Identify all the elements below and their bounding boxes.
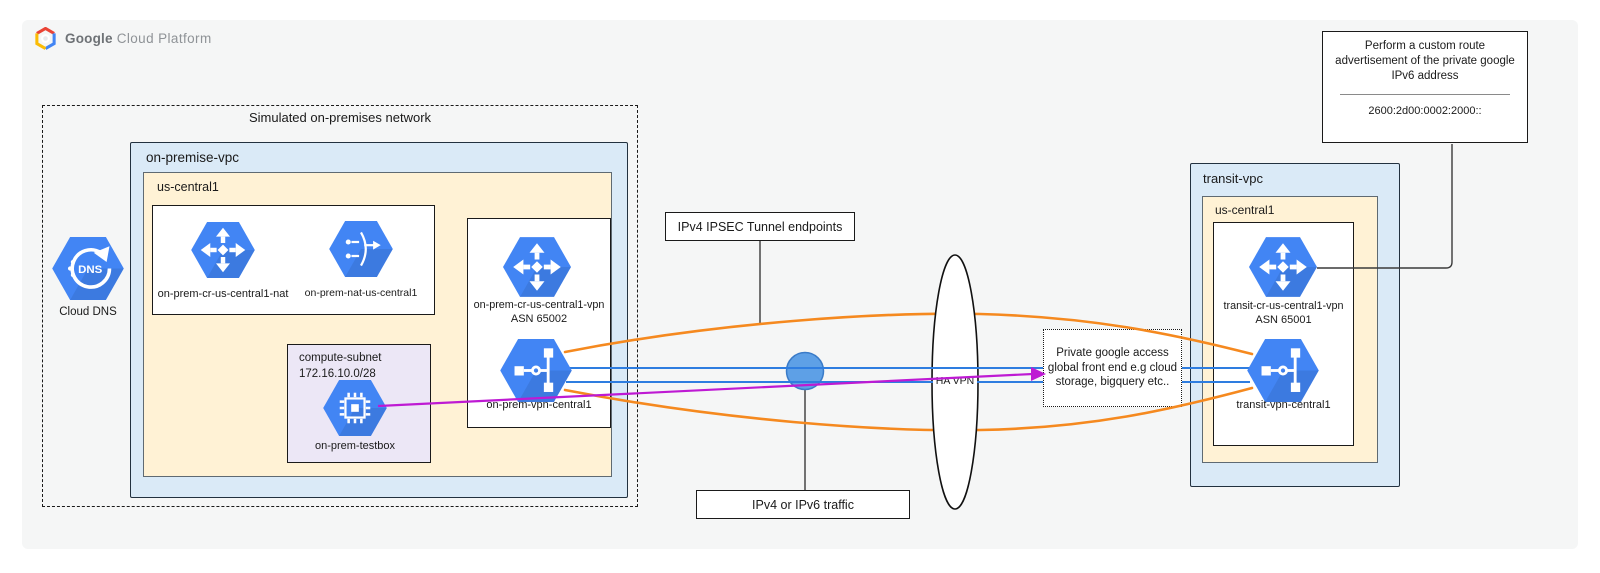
traffic-note: IPv4 or IPv6 traffic (696, 490, 910, 519)
transit-cloud-router-icon (1249, 237, 1317, 302)
transit-vpn-gateway-label: transit-vpn-central1 (1236, 399, 1331, 411)
logo-text-cloud-platform: Cloud Platform (116, 31, 212, 46)
cloud-dns-icon: DNS (52, 237, 124, 305)
onprem-cloud-nat-label: on-prem-nat-us-central1 (304, 287, 418, 299)
route-advertisement-address: 2600:2d00:0002:2000:: (1368, 104, 1482, 117)
route-advertisement-text: Perform a custom route advertisement of … (1335, 40, 1515, 82)
ipsec-endpoints-note: IPv4 IPSEC Tunnel endpoints (665, 212, 855, 241)
transit-cloud-router-asn: ASN 65001 (1255, 314, 1312, 326)
onprem-cloud-router-nat-label: on-prem-cr-us-central1-nat (157, 288, 289, 300)
onprem-cloud-router-vpn-label: on-prem-cr-us-central1-vpn (473, 299, 605, 311)
cloud-dns-label: Cloud DNS (59, 306, 117, 318)
note-divider (1340, 93, 1510, 95)
onprem-vpn-gateway-label: on-prem-vpn-central1 (486, 399, 592, 411)
onprem-cloud-router-vpn-icon (503, 237, 571, 302)
simulated-onprem-boundary (42, 105, 638, 507)
simulated-onprem-title: Simulated on-premises network (248, 110, 432, 125)
dns-icon-text: DNS (78, 264, 103, 276)
gcp-hexagon-logo-icon (35, 27, 56, 50)
transit-region-label: us-central1 (1215, 203, 1275, 217)
transit-vpc-label: transit-vpc (1203, 171, 1263, 186)
onprem-cloud-nat-icon (329, 221, 393, 282)
onprem-vpn-gateway-icon (500, 339, 572, 407)
transit-cloud-router-label: transit-cr-us-central1-vpn (1223, 300, 1344, 312)
private-google-access-note: Private google access global front end e… (1043, 329, 1182, 407)
compute-subnet-cidr: 172.16.10.0/28 (299, 368, 376, 380)
ha-vpn-label: HA VPN (933, 375, 977, 387)
onprem-testbox-icon (323, 380, 387, 441)
compute-subnet-name: compute-subnet (299, 352, 382, 364)
onprem-cloud-router-vpn-asn: ASN 65002 (510, 313, 568, 325)
route-advertisement-note: Perform a custom route advertisement of … (1322, 31, 1528, 143)
onprem-testbox-label: on-prem-testbox (314, 440, 396, 452)
onprem-cloud-router-nat-icon (191, 222, 255, 283)
onprem-vpc-label: on-premise-vpc (146, 150, 240, 165)
transit-vpn-gateway-icon (1247, 339, 1319, 407)
onprem-region-label: us-central1 (157, 180, 219, 194)
gcp-logo: Google Cloud Platform (34, 27, 212, 50)
logo-text-google: Google (65, 31, 113, 46)
